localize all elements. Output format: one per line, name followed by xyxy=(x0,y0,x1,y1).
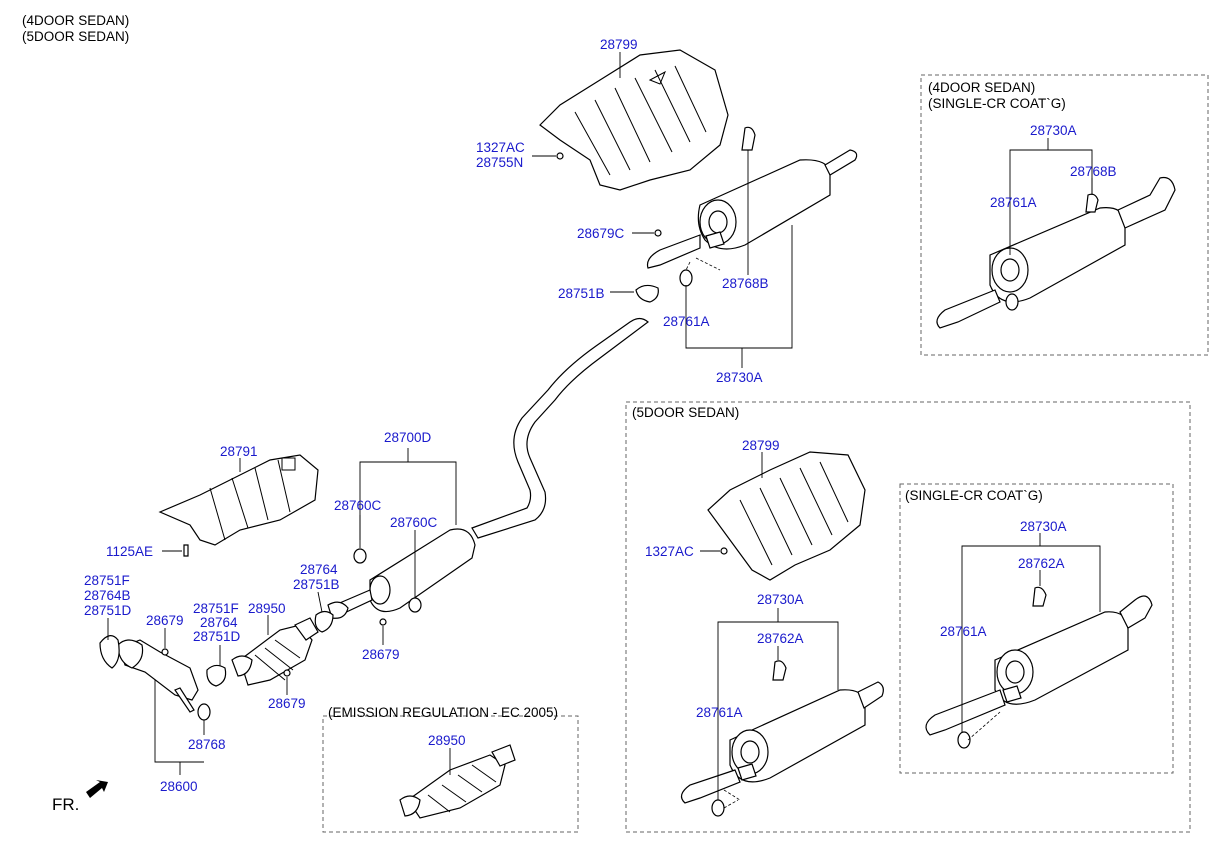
header-line-1: (4DOOR SEDAN) xyxy=(22,13,129,28)
label-sc-28730a: 28730A xyxy=(1020,519,1067,534)
label-28679c: 28679C xyxy=(577,226,625,241)
box-single-cr-title: (SINGLE-CR COAT`G) xyxy=(905,488,1043,503)
label-fd-28762a: 28762A xyxy=(757,631,804,646)
center-resonator xyxy=(327,528,476,619)
label-fd-1327ac: 1327AC xyxy=(645,544,694,559)
gasket-28751f-a xyxy=(99,635,120,669)
rear-muffler-5door-single xyxy=(925,586,1153,736)
rear-muffler-5door xyxy=(680,660,884,804)
fd-nut-1327ac xyxy=(720,547,728,555)
label-sc-28761a: 28761A xyxy=(940,624,987,639)
heat-shield-front xyxy=(158,454,319,546)
exhaust-manifold xyxy=(117,639,199,713)
tr-hanger-rubber xyxy=(1005,293,1019,311)
label-28791: 28791 xyxy=(220,444,258,459)
box-5door xyxy=(625,401,1191,833)
label-28700d: 28700D xyxy=(384,430,432,445)
front-arrow-icon xyxy=(86,780,108,798)
rear-muffler-main xyxy=(646,126,858,269)
heat-shield-5door xyxy=(707,451,866,581)
nut-28679c xyxy=(654,229,662,237)
heat-shield-rear-top xyxy=(539,49,729,191)
label-28751b-mid: 28751B xyxy=(293,577,340,592)
label-28751d-b: 28751D xyxy=(193,629,241,644)
box-emission-title: (EMISSION REGULATION - EC 2005) xyxy=(328,705,558,720)
hanger-rubber-28761a xyxy=(679,269,693,287)
nut-28679-low xyxy=(283,669,291,677)
nut-1327ac xyxy=(556,152,564,160)
center-pipe xyxy=(471,317,649,539)
label-28730a-main: 28730A xyxy=(716,370,763,385)
label-28679-left: 28679 xyxy=(146,613,184,628)
rear-muffler-4door-single xyxy=(936,176,1176,329)
hanger-rubber-28768 xyxy=(197,703,211,721)
gasket-28751b-top xyxy=(635,284,659,303)
fd-hanger-rubber xyxy=(711,799,725,817)
box-4door-subtitle: (SINGLE-CR COAT`G) xyxy=(928,96,1066,111)
label-28751b-top: 28751B xyxy=(558,286,605,301)
hanger-rubber-28760c-a xyxy=(353,548,367,564)
label-28768b-main: 28768B xyxy=(722,276,769,291)
label-28764b: 28764B xyxy=(84,588,131,603)
gasket-28751d-b xyxy=(206,664,227,687)
hanger-bracket xyxy=(705,231,725,249)
box-single-cr xyxy=(899,483,1174,774)
label-fd-28799: 28799 xyxy=(742,438,780,453)
catalytic-converter-front xyxy=(231,617,319,686)
label-28768: 28768 xyxy=(188,737,226,752)
label-1125ae: 1125AE xyxy=(106,544,153,559)
label-28760c-b: 28760C xyxy=(390,515,438,530)
label-fd-28730a: 28730A xyxy=(757,592,804,607)
label-28751f-a: 28751F xyxy=(84,573,130,588)
label-28950-emission: 28950 xyxy=(428,733,466,748)
label-28679-mid: 28679 xyxy=(362,647,400,662)
label-1327ac-top: 1327AC xyxy=(476,140,525,155)
label-28950-main: 28950 xyxy=(248,601,286,616)
label-28600: 28600 xyxy=(160,779,198,794)
label-28751d-a: 28751D xyxy=(84,603,132,618)
fr-label: FR. xyxy=(52,795,79,814)
label-28751f-b: 28751F xyxy=(193,601,239,616)
catalytic-converter-ec2005 xyxy=(399,744,516,819)
sc-hanger-rubber xyxy=(957,731,971,749)
header-line-2: (5DOOR SEDAN) xyxy=(22,29,129,44)
leader-lines xyxy=(107,52,1101,809)
hanger-rubber-28760c-b xyxy=(408,597,422,613)
label-tr-28730a: 28730A xyxy=(1030,123,1077,138)
label-28761a-main: 28761A xyxy=(663,314,710,329)
label-28764-a: 28764 xyxy=(300,562,338,577)
label-sc-28762a: 28762A xyxy=(1018,556,1065,571)
gasket-28751b-mid xyxy=(314,610,334,633)
label-fd-28761a: 28761A xyxy=(696,705,743,720)
box-5door-title: (5DOOR SEDAN) xyxy=(632,405,739,420)
label-28764-b: 28764 xyxy=(200,615,238,630)
bolt-28679-mid xyxy=(379,618,387,626)
label-28755n: 28755N xyxy=(476,155,523,170)
label-28679-low: 28679 xyxy=(268,696,306,711)
nut-28679-left xyxy=(161,648,169,656)
bolt-1125ae xyxy=(183,544,189,557)
box-emission xyxy=(322,715,579,833)
label-tr-28761a: 28761A xyxy=(990,195,1037,210)
box-4door-title: (4DOOR SEDAN) xyxy=(928,80,1035,95)
label-28760c-a: 28760C xyxy=(334,498,382,513)
label-tr-28768b: 28768B xyxy=(1070,164,1117,179)
label-28799-top: 28799 xyxy=(600,37,638,52)
box-4door-single-cr xyxy=(920,74,1209,356)
